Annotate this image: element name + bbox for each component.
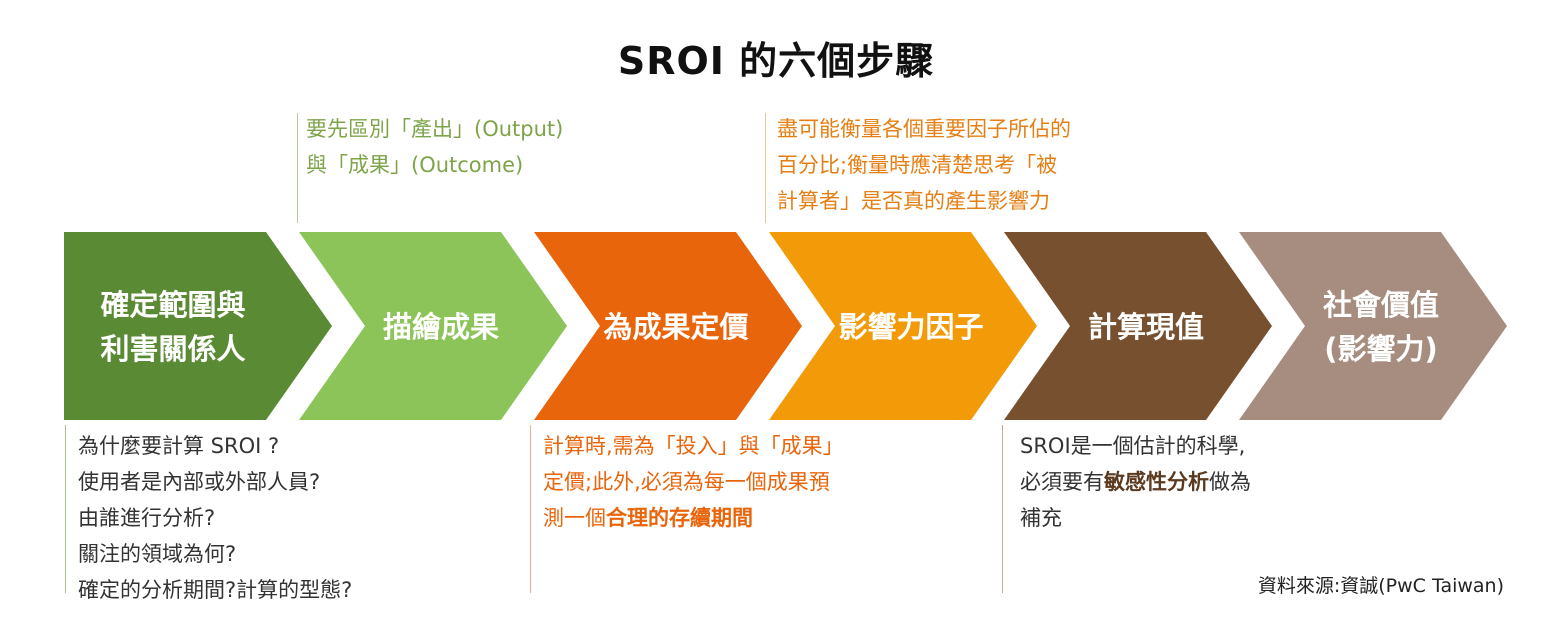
bottom-note-scope-line: 由誰進行分析? bbox=[78, 506, 216, 530]
bottom-note-present-value: SROI是一個估計的科學, 必須要有敏感性分析做為 補充 bbox=[1020, 428, 1251, 536]
bottom-note-present-value-line: 補充 bbox=[1020, 506, 1062, 530]
source-credit: 資料來源:資誠(PwC Taiwan) bbox=[1257, 575, 1504, 597]
bottom-note-valuation-highlight: 合理的存續期間 bbox=[606, 506, 753, 530]
bottom-note-scope: 為什麼要計算 SROI ? 使用者是內部或外部人員? 由誰進行分析? 關注的領域… bbox=[78, 428, 352, 608]
step-label: 影響力因子 bbox=[838, 310, 983, 344]
step-chevron bbox=[1004, 232, 1272, 420]
step-shapes bbox=[64, 232, 1507, 420]
bottom-note-scope-line: 使用者是內部或外部人員? bbox=[78, 470, 321, 494]
bottom-note-valuation-plain: 測一個 bbox=[543, 506, 606, 530]
bottom-note-valuation-divider bbox=[530, 425, 531, 593]
step-chevron bbox=[299, 232, 567, 420]
step-chevron bbox=[64, 232, 332, 420]
bottom-note-scope-line: 關注的領域為何? bbox=[78, 542, 237, 566]
top-note-outcome-divider bbox=[297, 113, 298, 223]
step-label: 確定範圍與 bbox=[100, 288, 245, 322]
bottom-note-scope-divider bbox=[65, 425, 66, 593]
bottom-note-valuation-line: 定價;此外,必須為每一個成果預 bbox=[543, 470, 830, 494]
bottom-note-present-value-line: 必須要有敏感性分析做為 bbox=[1020, 464, 1251, 500]
bottom-note-present-value-plain: 做為 bbox=[1209, 470, 1251, 494]
step-chevron bbox=[769, 232, 1037, 420]
top-note-factor-line: 盡可能衡量各個重要因子所佔的 bbox=[777, 117, 1071, 141]
bottom-note-present-value-plain: 必須要有 bbox=[1020, 470, 1104, 494]
step-label: 社會價值 bbox=[1323, 288, 1439, 322]
step-label: 描繪成果 bbox=[383, 310, 499, 344]
bottom-note-present-value-divider bbox=[1002, 425, 1003, 593]
bottom-note-scope-line: 為什麼要計算 SROI ? bbox=[78, 434, 280, 458]
page-title: SROI 的六個步驟 bbox=[617, 39, 935, 83]
step-chevron bbox=[1239, 232, 1507, 420]
top-note-outcome: 要先區別「產出」(Output) 與「成果」(Outcome) bbox=[306, 111, 563, 183]
step-label: (影響力) bbox=[1324, 332, 1438, 366]
bottom-note-valuation-line: 計算時,需為「投入」與「成果」 bbox=[543, 434, 844, 458]
step-label: 為成果定價 bbox=[603, 310, 749, 344]
bottom-note-present-value-line: SROI是一個估計的科學, bbox=[1020, 434, 1246, 458]
top-note-factor-divider bbox=[765, 113, 766, 223]
step-label: 計算現值 bbox=[1088, 310, 1204, 344]
top-note-outcome-line: 要先區別「產出」(Output) bbox=[306, 117, 564, 141]
bottom-note-valuation-line: 測一個合理的存續期間 bbox=[543, 500, 844, 536]
step-label: 利害關係人 bbox=[100, 332, 245, 366]
bottom-note-valuation: 計算時,需為「投入」與「成果」 定價;此外,必須為每一個成果預 測一個合理的存續… bbox=[543, 428, 844, 536]
top-note-factor: 盡可能衡量各個重要因子所佔的 百分比;衡量時應清楚思考「被 計算者」是否真的產生… bbox=[777, 111, 1071, 219]
bottom-note-scope-line: 確定的分析期間?計算的型態? bbox=[78, 578, 353, 602]
step-chevron bbox=[534, 232, 802, 420]
top-note-factor-line: 百分比;衡量時應清楚思考「被 bbox=[777, 153, 1058, 177]
top-note-outcome-line: 與「成果」(Outcome) bbox=[306, 153, 524, 177]
top-note-factor-line: 計算者」是否真的產生影響力 bbox=[777, 189, 1050, 213]
bottom-note-present-value-highlight: 敏感性分析 bbox=[1104, 470, 1209, 494]
